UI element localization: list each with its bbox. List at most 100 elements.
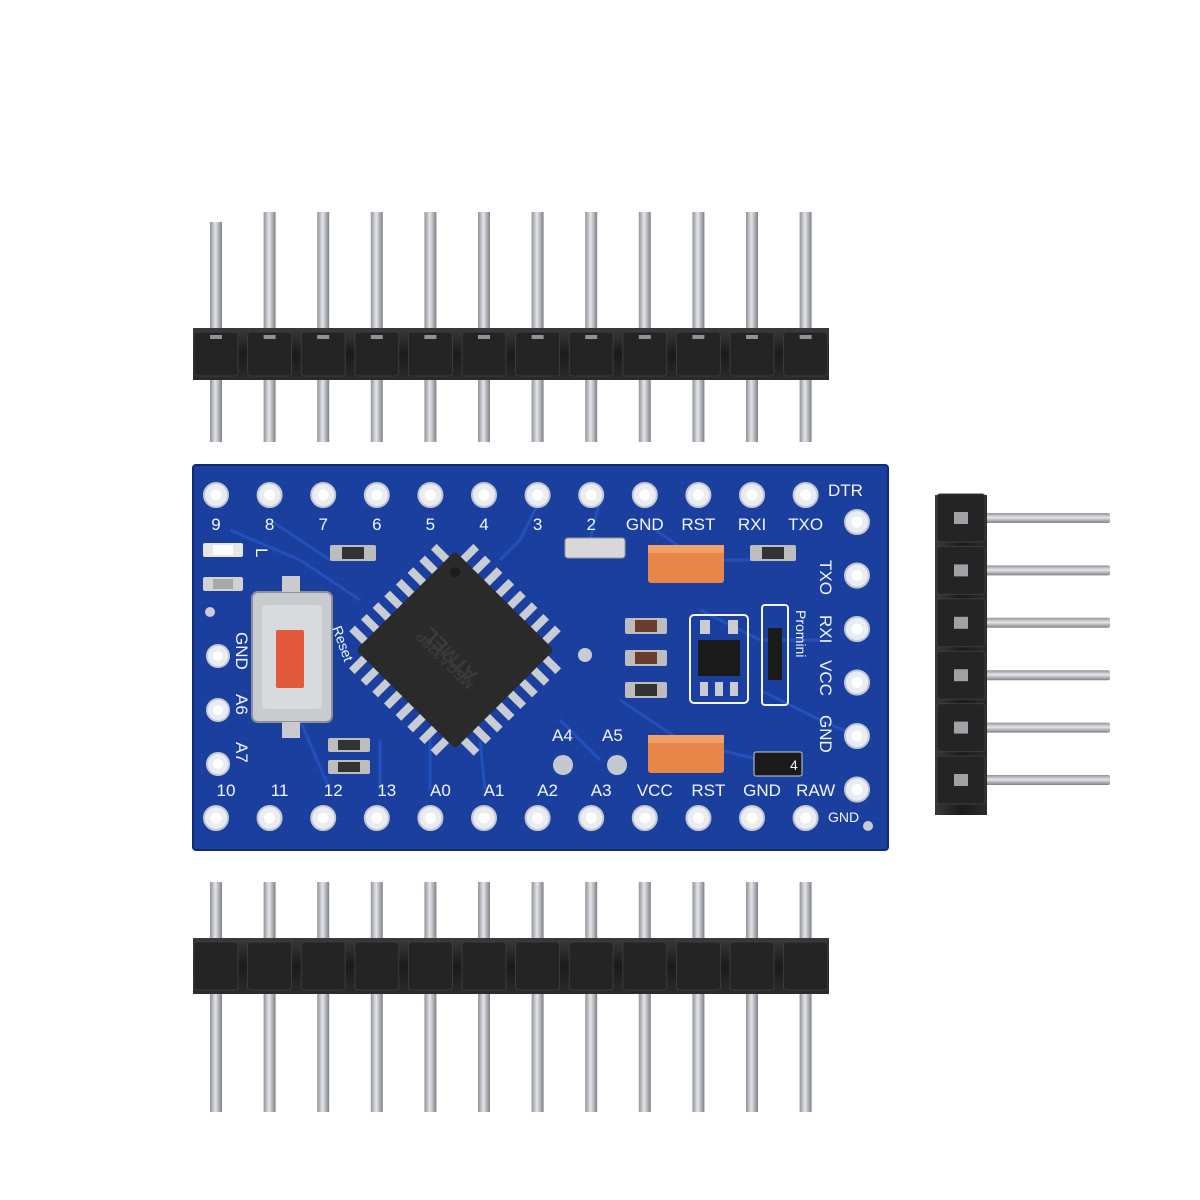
pin-top bbox=[210, 335, 222, 339]
chip-leg bbox=[372, 602, 393, 623]
pad-hole bbox=[317, 489, 329, 501]
pin-top bbox=[531, 335, 544, 339]
pad-hole bbox=[478, 812, 490, 824]
chip-leg bbox=[430, 543, 451, 564]
header-pin bbox=[746, 882, 758, 1112]
header-segment bbox=[300, 331, 346, 377]
top-pin-header bbox=[193, 212, 829, 442]
right-label-rxi: RXI bbox=[816, 615, 835, 643]
header-pin bbox=[531, 882, 544, 1112]
pad-hole bbox=[800, 489, 812, 501]
top-pin-label: 3 bbox=[533, 515, 542, 534]
chip-leg bbox=[505, 590, 526, 611]
bottom-pin-label: 10 bbox=[217, 781, 236, 800]
chip-leg bbox=[482, 712, 503, 733]
bottom-pin-label: VCC bbox=[637, 781, 673, 800]
chip-leg bbox=[482, 567, 503, 588]
chip-leg bbox=[540, 625, 561, 646]
left-label-a7: A7 bbox=[232, 742, 251, 763]
header-pin bbox=[424, 212, 437, 442]
pin-end bbox=[954, 669, 968, 682]
top-pin-label: TXO bbox=[788, 515, 823, 534]
chip-leg bbox=[349, 625, 370, 646]
header-segment bbox=[568, 941, 614, 991]
smd-components: 4 bbox=[203, 537, 803, 777]
pad-hole bbox=[851, 784, 863, 795]
pad-hole bbox=[585, 812, 597, 824]
pin-top bbox=[799, 335, 812, 339]
pad-hole bbox=[424, 812, 436, 824]
header-pin bbox=[424, 882, 437, 1112]
top-pin-label: GND bbox=[626, 515, 664, 534]
header-pin bbox=[317, 882, 330, 1112]
header-segment bbox=[300, 941, 346, 991]
header-pin bbox=[585, 212, 598, 442]
bottom-pin-label: A3 bbox=[591, 781, 612, 800]
bottom-pin-label: A2 bbox=[537, 781, 558, 800]
chip-leg bbox=[471, 724, 492, 745]
top-pin-label: 7 bbox=[318, 515, 327, 534]
pad-hole bbox=[851, 730, 863, 742]
reset-button[interactable] bbox=[251, 576, 333, 738]
bottom-pin-label: 11 bbox=[271, 781, 289, 800]
pin-top bbox=[317, 335, 330, 339]
bottom-row-pads bbox=[203, 805, 819, 831]
bottom-pin-header bbox=[193, 882, 829, 1112]
header-pin bbox=[370, 882, 383, 1112]
chip-leg bbox=[459, 543, 480, 564]
chip-leg bbox=[506, 689, 527, 710]
header-pin bbox=[585, 882, 598, 1112]
label-a4: A4 bbox=[552, 726, 573, 745]
pad-hole bbox=[371, 489, 383, 501]
header-segment bbox=[568, 331, 614, 377]
top-pin-label: 5 bbox=[426, 515, 435, 534]
label-a5: A5 bbox=[602, 726, 623, 745]
header-pin bbox=[985, 513, 1110, 523]
header-segment bbox=[729, 941, 775, 991]
pad-hole bbox=[264, 812, 276, 824]
header-segment bbox=[407, 331, 453, 377]
pad-hole bbox=[424, 489, 436, 501]
header-pin bbox=[638, 882, 651, 1112]
chip-leg bbox=[541, 654, 562, 675]
pcb-board: ATMEL MEGA328P bbox=[192, 464, 889, 851]
pad-hole bbox=[639, 812, 651, 824]
bottom-pin-label: A0 bbox=[430, 781, 451, 800]
right-label-vcc: VCC bbox=[816, 660, 835, 696]
chip-leg bbox=[372, 677, 393, 698]
top-pin-label: 8 bbox=[265, 515, 274, 534]
header-pin bbox=[317, 212, 330, 442]
bottom-pin-label: 13 bbox=[377, 781, 396, 800]
header-pin bbox=[985, 722, 1110, 733]
header-segment bbox=[675, 331, 721, 377]
right-column-labels: TXO RXI VCC GND bbox=[816, 560, 835, 753]
pin-end bbox=[954, 721, 968, 734]
chip-leg bbox=[407, 712, 428, 733]
chip-leg bbox=[383, 689, 404, 710]
pad-hole bbox=[371, 812, 383, 824]
pad-hole bbox=[746, 489, 758, 501]
bottom-pin-label: RST bbox=[691, 781, 725, 800]
right-label-txo: TXO bbox=[816, 560, 835, 595]
header-segment bbox=[675, 941, 721, 991]
header-pin bbox=[692, 212, 705, 442]
header-pin bbox=[985, 670, 1110, 681]
chip-leg bbox=[418, 724, 439, 745]
chip-leg bbox=[348, 654, 369, 675]
pad-hole bbox=[585, 489, 597, 501]
pin-top bbox=[692, 335, 705, 339]
header-pin bbox=[746, 212, 758, 442]
header-pin bbox=[799, 882, 812, 1112]
header-segment bbox=[515, 331, 561, 377]
pad-hole bbox=[532, 812, 544, 824]
pin-end bbox=[954, 616, 968, 629]
header-segment bbox=[247, 941, 293, 991]
pad-hole bbox=[210, 489, 222, 501]
chip-leg bbox=[517, 677, 538, 698]
a4-a5-pads bbox=[553, 755, 627, 775]
header-segment bbox=[354, 331, 400, 377]
top-row-pads bbox=[203, 482, 819, 508]
chip-leg bbox=[384, 590, 405, 611]
left-label-a6: A6 bbox=[232, 694, 251, 715]
right-angle-pin-header bbox=[935, 493, 1110, 815]
